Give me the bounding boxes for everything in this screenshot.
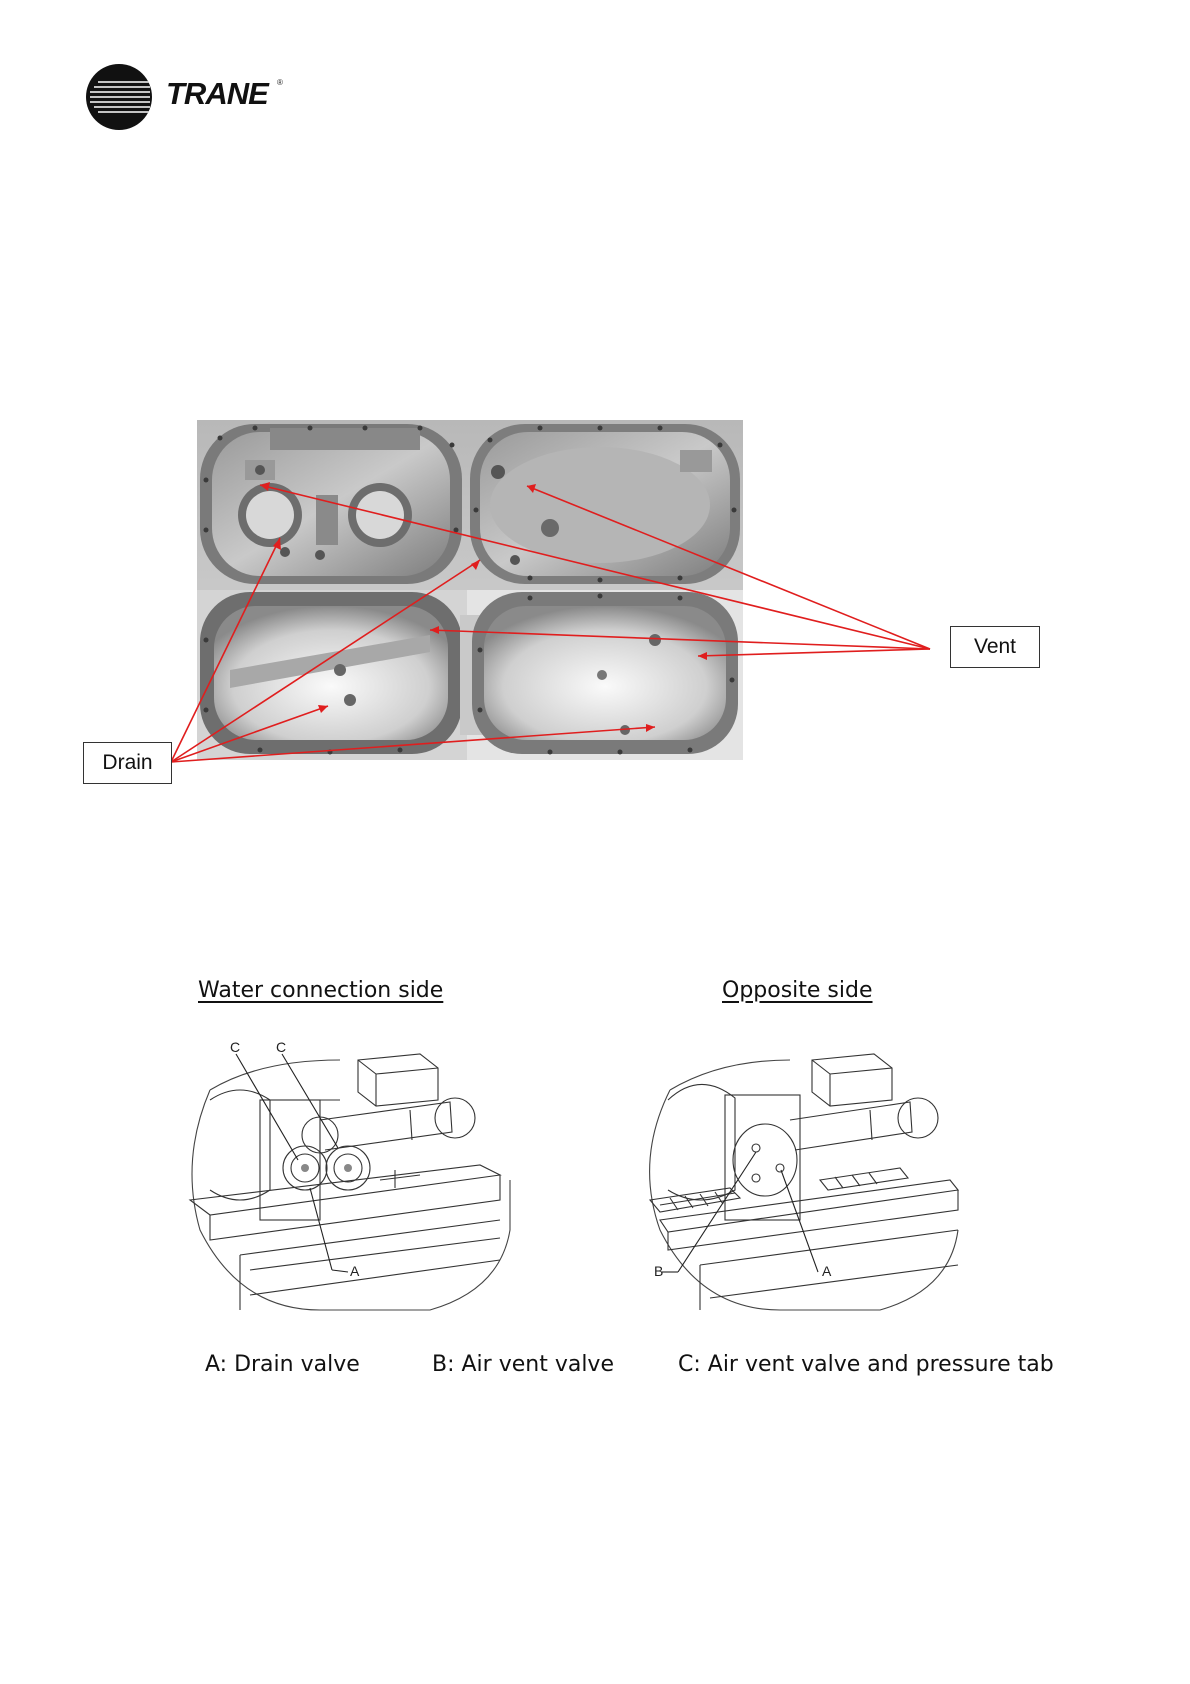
water-connection-side-heading: Water connection side bbox=[198, 978, 443, 1003]
label-a-left-drawing: A bbox=[350, 1263, 360, 1279]
vent-callout: Vent bbox=[950, 626, 1040, 668]
legend-air-vent-valve: B: Air vent valve bbox=[432, 1352, 614, 1377]
label-a-right-drawing: A bbox=[822, 1263, 832, 1279]
legend-air-vent-and-pressure-tab: C: Air vent valve and pressure tab bbox=[678, 1352, 1054, 1377]
opposite-side-drawing: B A bbox=[640, 1040, 980, 1320]
header-logo: TRANE ® bbox=[84, 62, 304, 132]
label-b-right-drawing: B bbox=[654, 1263, 663, 1279]
opposite-side-heading: Opposite side bbox=[722, 978, 873, 1003]
label-c-left: C bbox=[230, 1040, 240, 1055]
water-connection-side-drawing: C C A bbox=[180, 1040, 530, 1320]
brand-name: TRANE bbox=[166, 76, 268, 112]
waterbox-top-left bbox=[200, 424, 462, 584]
legend-drain-valve: A: Drain valve bbox=[205, 1352, 360, 1377]
label-c-right: C bbox=[276, 1040, 286, 1055]
waterbox-top-right bbox=[470, 424, 740, 584]
trane-globe-icon bbox=[84, 62, 154, 132]
drain-callout: Drain bbox=[83, 742, 172, 784]
water-box-photos bbox=[80, 420, 1080, 800]
registered-mark: ® bbox=[277, 78, 283, 87]
waterbox-bottom-right bbox=[472, 592, 738, 754]
waterbox-bottom-left bbox=[200, 592, 490, 754]
water-box-figure: Drain Vent bbox=[80, 420, 1080, 800]
